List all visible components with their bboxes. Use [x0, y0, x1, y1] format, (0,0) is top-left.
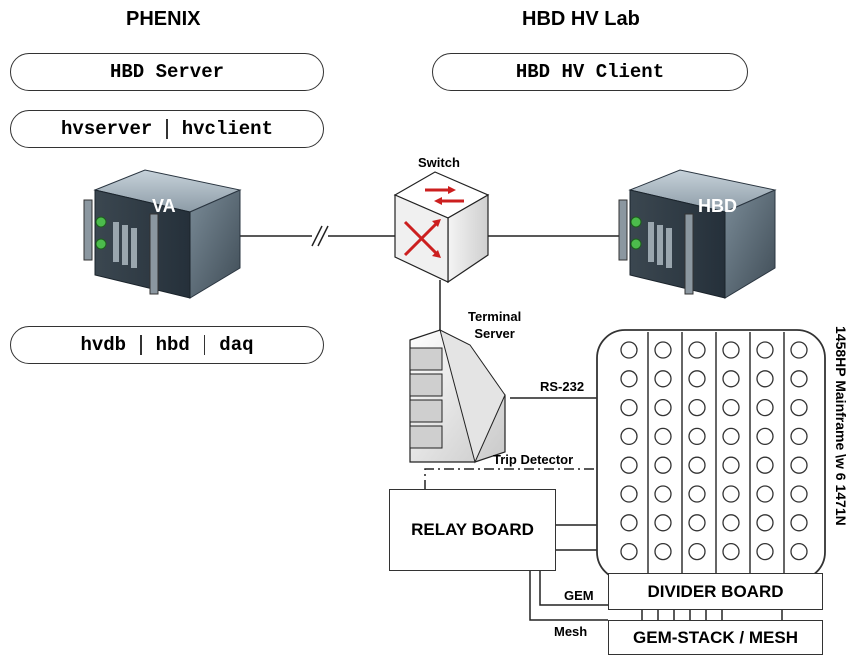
- mesh-label: Mesh: [554, 624, 588, 639]
- separator: [166, 119, 168, 139]
- channel-connector: [790, 485, 808, 503]
- channel-connector: [790, 514, 808, 532]
- hbd-server-device-label: HBD: [698, 196, 737, 216]
- gem-line: [539, 570, 608, 606]
- channel-connector: [790, 427, 808, 446]
- channel-connector: [654, 341, 672, 359]
- channel-grid: [620, 341, 808, 561]
- channel-connector: [790, 370, 808, 388]
- hbd-server-pill: HBD Server: [10, 53, 324, 91]
- divider-board-box: DIVIDER BOARD: [608, 573, 823, 610]
- switch-icon: [393, 171, 490, 284]
- channel-connector: [688, 542, 706, 561]
- phenix-header: PHENIX: [126, 8, 201, 30]
- channel-connector: [756, 398, 774, 417]
- daq-label: daq: [219, 334, 254, 356]
- gem-stack-box: GEM-STACK / MESH: [608, 620, 823, 655]
- trip-detector-label: Trip Detector: [493, 452, 574, 467]
- separator: [140, 335, 142, 355]
- channel-connector: [722, 370, 740, 388]
- channel-connector: [756, 514, 774, 532]
- switch-label: Switch: [418, 155, 460, 170]
- terminal-server-icon: [409, 329, 506, 464]
- channel-connector: [790, 456, 808, 474]
- channel-connector: [620, 427, 638, 446]
- hbd-hv-lab-header: HBD HV Lab: [522, 8, 640, 30]
- hbd-server-icon: [618, 169, 777, 299]
- channel-connector: [688, 398, 706, 417]
- channel-connector: [688, 485, 706, 503]
- relay-board-label: RELAY BOARD: [411, 520, 534, 539]
- channel-connector: [722, 514, 740, 532]
- channel-connector: [722, 427, 740, 446]
- mainframe-label: 1458HP Mainframe \w 6 1471N: [833, 326, 849, 526]
- mesh-line: [529, 570, 608, 621]
- gem-stack-label: GEM-STACK / MESH: [633, 627, 798, 647]
- break-mark: [311, 225, 323, 247]
- separator: [203, 335, 206, 355]
- channel-connector: [756, 370, 774, 388]
- hvclient-label: hvclient: [181, 118, 273, 140]
- channel-connector: [654, 398, 672, 417]
- channel-connector: [790, 341, 808, 359]
- databases-pill: hvdb hbd daq: [10, 326, 324, 364]
- channel-connector: [688, 341, 706, 359]
- channel-connector: [722, 485, 740, 503]
- channel-connector: [722, 542, 740, 561]
- channel-connector: [654, 514, 672, 532]
- channel-connector: [620, 370, 638, 388]
- channel-connector: [654, 370, 672, 388]
- channel-connector: [756, 542, 774, 561]
- rs232-label: RS-232: [540, 379, 585, 394]
- break-mark: [317, 225, 329, 247]
- channel-connector: [756, 427, 774, 446]
- hvdb-label: hvdb: [80, 334, 127, 356]
- mainframe-panel: [596, 329, 826, 581]
- hvserver-label: hvserver: [61, 118, 153, 140]
- hbd-db-label: hbd: [155, 334, 190, 356]
- channel-connector: [654, 456, 672, 474]
- channel-connector: [654, 485, 672, 503]
- va-server-icon: [83, 169, 242, 299]
- relay-board-box: RELAY BOARD: [389, 489, 556, 571]
- channel-connector: [654, 542, 672, 561]
- channel-connector: [722, 456, 740, 474]
- mainframe-slot-dividers: [647, 332, 785, 578]
- channel-connector: [620, 485, 638, 503]
- hbd-server-label: HBD Server: [109, 61, 225, 83]
- channel-connector: [722, 398, 740, 417]
- gem-label: GEM: [564, 588, 594, 603]
- hbd-hv-client-pill: HBD HV Client: [432, 53, 748, 91]
- channel-connector: [620, 398, 638, 417]
- channel-connector: [722, 341, 740, 359]
- server-processes-pill: hvserver hvclient: [10, 110, 324, 148]
- channel-connector: [620, 456, 638, 474]
- hbd-hv-client-label: HBD HV Client: [515, 61, 665, 83]
- channel-connector: [756, 341, 774, 359]
- divider-board-label: DIVIDER BOARD: [647, 581, 784, 601]
- channel-connector: [620, 341, 638, 359]
- channel-connector: [688, 370, 706, 388]
- channel-connector: [756, 485, 774, 503]
- channel-connector: [688, 456, 706, 474]
- va-server-label: VA: [152, 196, 176, 216]
- channel-connector: [688, 427, 706, 446]
- terminal-server-label: Terminal Server: [468, 309, 522, 341]
- channel-connector: [790, 398, 808, 417]
- channel-connector: [620, 542, 638, 561]
- channel-connector: [620, 514, 638, 532]
- channel-connector: [654, 427, 672, 446]
- trip-detector-line: [424, 468, 597, 490]
- channel-connector: [756, 456, 774, 474]
- channel-connector: [790, 542, 808, 561]
- channel-connector: [688, 514, 706, 532]
- connections: [240, 225, 783, 626]
